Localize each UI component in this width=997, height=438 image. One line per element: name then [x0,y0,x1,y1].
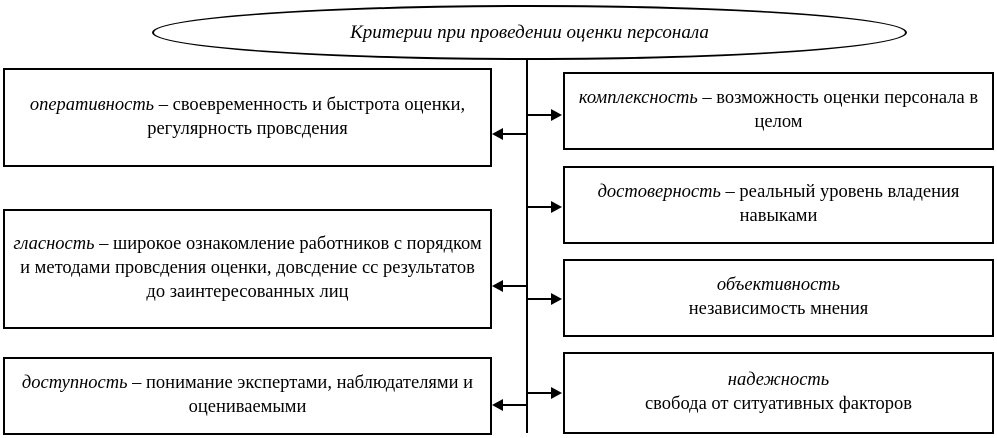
connector-right-dostovernost [527,206,552,208]
connector-right-kompleksnost [527,114,552,116]
criterion-desc-operativnost: – своевременность и быстрота оценки, рег… [147,94,466,139]
criterion-box-operativnost: оперативность – своевременность и быстро… [3,68,492,167]
connector-right-obektivnost [527,298,552,300]
criterion-box-glasnost: гласность – широкое ознакомление работни… [3,209,492,329]
arrowhead-right-nadezhnost [551,387,562,399]
arrowhead-right-obektivnost [551,293,562,305]
criterion-term-obektivnost: объективность [716,275,841,296]
criterion-term-kompleksnost: комплексность [578,88,698,109]
diagram-title-label: Критерии при проведении оценки персонала [350,21,709,43]
criterion-box-dostupnost: доступность – понимание экспертами, набл… [3,357,492,435]
arrowhead-right-dostovernost [551,201,562,213]
criterion-box-dostovernost: достоверность – реальный уровень владени… [563,166,994,244]
criterion-text-kompleksnost: комплексность – возможность оценки персо… [565,87,992,134]
diagram-title-ellipse: Критерии при проведении оценки персонала [152,5,907,60]
criterion-desc-kompleksnost: – возможность оценки персонала в целом [697,88,979,132]
criterion-text-nadezhnost: надежность свобода от ситуативных факторо… [639,369,918,416]
central-spine-line [526,58,528,433]
criterion-box-kompleksnost: комплексность – возможность оценки персо… [563,72,994,150]
criterion-term-nadezhnost: надежность [727,370,830,391]
criterion-desc-dostovernost: – реальный уровень владения навыками [720,182,960,226]
criterion-desc-nadezhnost: свобода от ситуативных факторов [644,394,913,414]
criterion-desc-glasnost: – широкое ознакомление работников с поря… [20,234,482,302]
criterion-desc-dostupnost: – понимание экспертами, наблюдателями и … [127,373,474,417]
arrowhead-right-kompleksnost [551,109,562,121]
criterion-box-nadezhnost: надежность свобода от ситуативных факторо… [563,352,994,434]
arrowhead-left-glasnost [492,280,503,292]
criterion-desc-obektivnost: независимость мнения [688,299,869,319]
criterion-term-dostupnost: доступность [21,373,128,394]
criterion-text-dostovernost: достоверность – реальный уровень владени… [565,181,992,228]
criterion-term-dostovernost: достоверность [597,182,721,203]
connector-left-glasnost [503,285,527,287]
criterion-text-obektivnost: объективность независимость мнения [683,274,875,321]
connector-left-dostupnost [503,404,527,406]
criterion-term-glasnost: гласность [13,234,95,255]
arrowhead-left-operativnost [492,128,503,140]
arrowhead-left-dostupnost [492,399,503,411]
criterion-text-operativnost: оперативность – своевременность и быстро… [5,94,490,141]
criterion-box-obektivnost: объективность независимость мнения [563,259,994,337]
connector-left-operativnost [503,133,527,135]
criterion-text-dostupnost: доступность – понимание экспертами, набл… [5,372,490,419]
connector-right-nadezhnost [527,392,552,394]
criterion-term-operativnost: оперативность [29,94,155,115]
criterion-text-glasnost: гласность – широкое ознакомление работни… [5,233,490,304]
